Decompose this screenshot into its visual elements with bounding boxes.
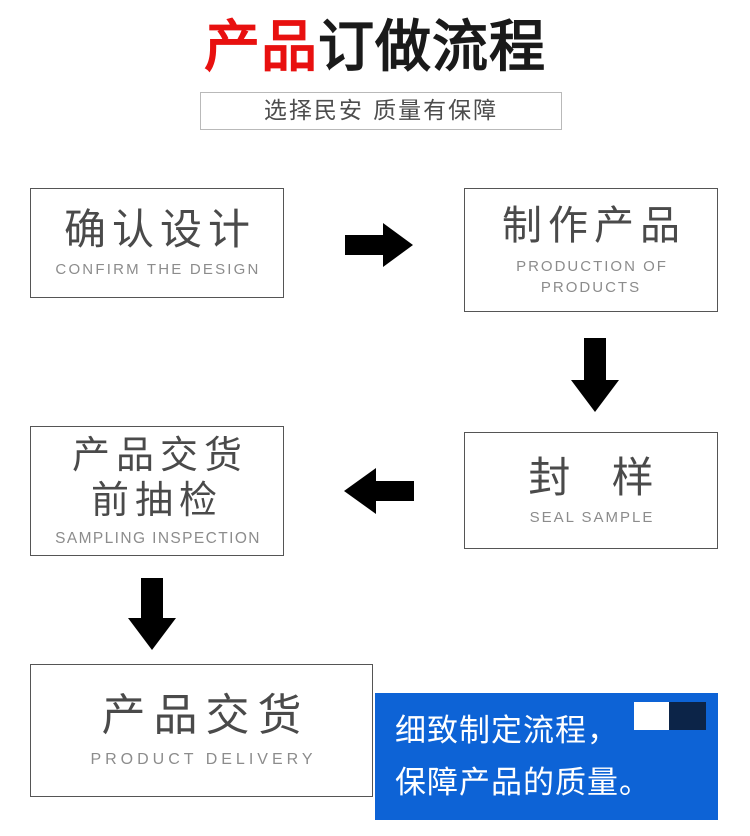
step-box-sampling-inspection: 产品交货 前抽检 SAMPLING INSPECTION (30, 426, 284, 556)
step-label-cn-seal-sample: 封 样 (528, 452, 668, 502)
step-label-en-product-delivery: PRODUCT DELIVERY (90, 750, 317, 768)
subtitle-box: 选择民安 质量有保障 (200, 92, 562, 130)
subtitle-text: 选择民安 质量有保障 (263, 97, 499, 124)
step-label-cn-sampling-inspection: 产品交货 前抽检 (71, 433, 248, 522)
step-label-en-seal-sample: SEAL SAMPLE (529, 508, 655, 526)
page-title: 产品订做流程 (0, 12, 750, 84)
arrow-down-icon (571, 338, 619, 412)
promo-text: 细致制定流程， 保障产品的质量。 (395, 713, 651, 801)
arrow-left-icon (344, 468, 414, 514)
step-label-cn-confirm-design: 确认设计 (63, 205, 256, 254)
page-title-red-part: 产品 (204, 15, 318, 80)
promo-panel: 细致制定流程， 保障产品的质量。 (375, 693, 718, 820)
step-label-en-sampling-inspection: SAMPLING INSPECTION (55, 530, 261, 547)
arrow-right-icon (345, 223, 413, 267)
arrow-down-icon-2 (128, 578, 176, 650)
step-label-en-production: PRODUCTION OF PRODUCTS (516, 258, 668, 296)
decorative-square-navy-icon (669, 702, 706, 730)
step-label-cn-production: 制作产品 (502, 203, 686, 249)
step-label-en-confirm-design: CONFIRM THE DESIGN (55, 261, 261, 278)
step-label-cn-product-delivery: 产品交货 (101, 689, 310, 741)
step-box-production: 制作产品 PRODUCTION OF PRODUCTS (464, 188, 718, 312)
step-box-seal-sample: 封 样 SEAL SAMPLE (464, 432, 718, 549)
decorative-square-white-icon (634, 702, 669, 730)
step-box-product-delivery: 产品交货 PRODUCT DELIVERY (30, 664, 373, 797)
page-title-dark-part: 订做流程 (318, 15, 546, 80)
step-box-confirm-design: 确认设计 CONFIRM THE DESIGN (30, 188, 284, 298)
